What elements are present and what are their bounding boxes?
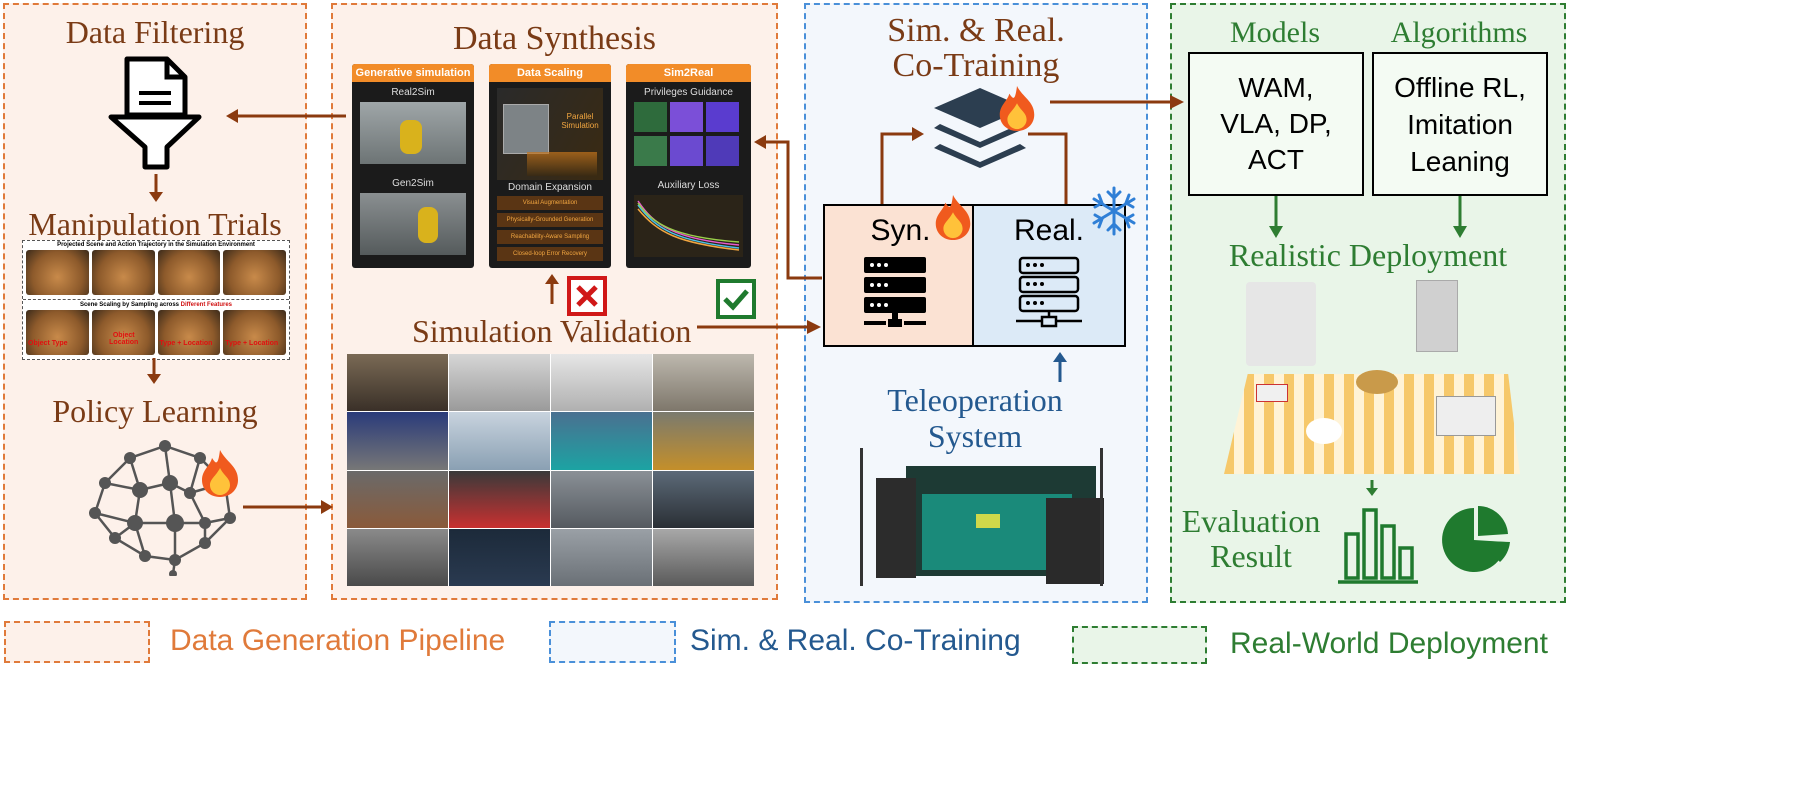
teleoperation-line2: System — [927, 418, 1023, 454]
line-real-to-model — [1028, 132, 1068, 204]
policy-learning-title: Policy Learning — [52, 393, 258, 429]
strip-top-caption: Projected Scene and Action Trajectory in… — [57, 242, 255, 248]
evaluation-line1: Evaluation — [1181, 503, 1321, 539]
arrow-up-validation — [545, 274, 559, 304]
arrow-down-1 — [149, 174, 163, 202]
evaluation-line2: Result — [1210, 538, 1292, 574]
arrow-down-2 — [147, 358, 161, 384]
algorithms-box: Offline RL, Imitation Leaning — [1372, 52, 1548, 196]
cotraining-title-line2: Co-Training — [892, 47, 1060, 84]
card-generative-simulation: Generative simulation Real2Sim Gen2Sim — [352, 64, 474, 268]
models-title: Models — [1230, 16, 1320, 49]
snowflake-icon — [1092, 186, 1136, 236]
feature-label-3: Type + Location — [159, 340, 213, 347]
real-label: Real. — [1013, 214, 1085, 247]
arrow-policy-to-grid — [243, 500, 333, 514]
card-data-scaling: Data Scaling Parallel Simulation Domain … — [489, 64, 611, 268]
loss-curve — [634, 195, 743, 257]
fire-icon-syn — [935, 194, 971, 240]
deployment-photo — [1216, 278, 1522, 476]
arrow-syn-to-model — [880, 127, 924, 204]
syn-label: Syn. — [870, 214, 931, 247]
domain-item-2: Physically-Grounded Generation — [497, 213, 603, 227]
domain-item-4: Closed-loop Error Recovery — [497, 247, 603, 261]
arrow-validation-to-syn — [697, 320, 821, 334]
card-sub-auxiliary-loss: Auxiliary Loss — [657, 180, 720, 191]
data-filtering-title: Data Filtering — [65, 14, 245, 50]
algorithms-text: Offline RL, Imitation Leaning — [1394, 71, 1526, 177]
card-header-2: Data Scaling — [489, 64, 611, 82]
data-synthesis-title: Data Synthesis — [452, 20, 657, 57]
arrow-models-down — [1269, 196, 1283, 238]
legend-swatch-data-generation — [4, 621, 150, 663]
feature-label-1: Object Type — [28, 340, 68, 347]
strip-bottom-highlight: Different Features — [180, 302, 233, 308]
manipulation-trials-title: Manipulation Trials — [28, 206, 282, 242]
pie-chart-icon — [1442, 505, 1510, 572]
bar-chart-icon — [1338, 508, 1418, 584]
legend-label-data-generation: Data Generation Pipeline — [170, 624, 506, 657]
feature-label-4: Type + Location — [225, 340, 279, 347]
legend-label-cotraining: Sim. & Real. Co-Training — [690, 624, 1021, 657]
teleoperation-photo — [856, 448, 1108, 586]
arrow-deploy-down — [1366, 480, 1378, 496]
models-text: WAM, VLA, DP, ACT — [1220, 72, 1332, 175]
legend-swatch-cotraining — [549, 621, 676, 663]
card-header-3: Sim2Real — [626, 64, 751, 82]
legend-label-deployment: Real-World Deployment — [1230, 627, 1548, 660]
arrow-synthesis-to-filtering — [226, 109, 346, 123]
reject-x-icon — [567, 276, 607, 316]
arrow-algorithms-down — [1453, 196, 1467, 238]
accept-check-icon — [716, 279, 756, 319]
domain-item-1: Visual Augmentation — [497, 196, 603, 210]
arrow-teleop-to-real — [1053, 352, 1067, 382]
card-sim2real: Sim2Real Privileges Guidance Auxiliary L… — [626, 64, 751, 268]
card-sub-domain-expansion: Domain Expansion — [508, 182, 592, 193]
fire-icon-policy — [202, 450, 238, 497]
feature-label-2: Object Location — [109, 332, 139, 346]
card-sub-real2sim: Real2Sim — [391, 87, 435, 98]
card-header-1: Generative simulation — [352, 64, 474, 82]
cotraining-title-line1: Sim. & Real. — [887, 12, 1065, 49]
parallel-simulation-label: Parallel Simulation — [561, 112, 599, 130]
simulation-scene-grid — [347, 354, 754, 586]
syn-server-icon — [864, 257, 926, 327]
filter-funnel-icon — [108, 56, 202, 170]
domain-item-3: Reachability-Aware Sampling — [497, 230, 603, 244]
card-sub-gen2sim: Gen2Sim — [392, 178, 434, 189]
algorithms-title: Algorithms — [1390, 16, 1528, 49]
arrow-syn-to-synthesis — [754, 135, 822, 280]
real-server-icon — [1016, 256, 1082, 328]
fire-icon-model — [999, 85, 1035, 131]
card-sub-privileges-guidance: Privileges Guidance — [644, 87, 733, 98]
realistic-deployment-title: Realistic Deployment — [1228, 237, 1508, 273]
models-box: WAM, VLA, DP, ACT — [1188, 52, 1364, 196]
legend-swatch-deployment — [1072, 626, 1207, 664]
real-data-box: Real. — [972, 204, 1126, 347]
arrow-model-to-models — [1050, 95, 1184, 109]
strip-bottom-caption: Scene Scaling by Sampling across — [79, 302, 181, 308]
manipulation-strip: Projected Scene and Action Trajectory in… — [22, 240, 290, 360]
simulation-validation-title: Simulation Validation — [412, 313, 692, 349]
teleoperation-line1: Teleoperation — [887, 382, 1063, 418]
